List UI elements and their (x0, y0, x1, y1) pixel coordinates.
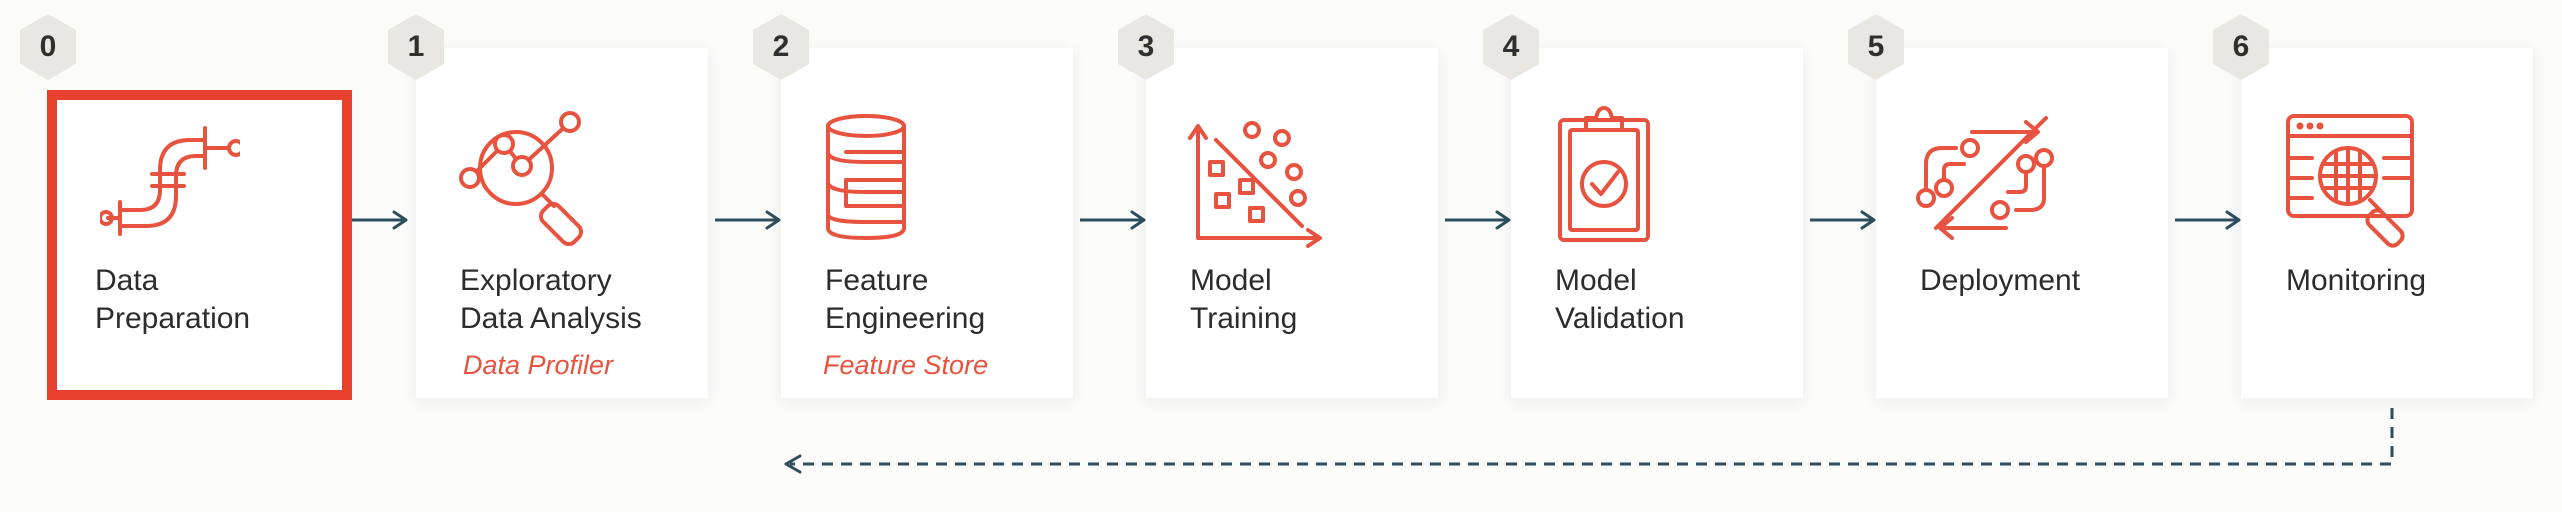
step-number: 0 (39, 30, 57, 63)
step-title: Monitoring (2286, 264, 2427, 297)
step-number-badge: 2 (750, 12, 812, 82)
step-number-badge: 3 (1115, 12, 1177, 82)
step-number-badge: 0 (17, 12, 79, 82)
pipe-icon (100, 126, 240, 236)
step-number: 1 (407, 30, 425, 63)
step-number: 6 (2232, 30, 2250, 63)
scatter-plot-icon (1188, 121, 1322, 248)
step-number: 4 (1502, 30, 1520, 63)
connector-arrow-3-4 (1445, 210, 1511, 230)
connector-arrow-1-2 (715, 210, 781, 230)
step-number-badge: 6 (2210, 12, 2272, 82)
step-title: Data Preparation (95, 264, 251, 335)
step-card-deployment (1876, 48, 2168, 398)
step-title: Feature Engineering (825, 264, 986, 335)
connector-arrow-0-1 (350, 210, 408, 230)
step-number: 2 (772, 30, 790, 63)
step-number-badge: 1 (385, 12, 447, 82)
step-number-badge: 4 (1480, 12, 1542, 82)
step-number: 3 (1137, 30, 1155, 63)
connector-arrow-2-3 (1080, 210, 1146, 230)
step-title: Model Training (1190, 264, 1298, 335)
connector-arrow-4-5 (1810, 210, 1876, 230)
step-number: 5 (1867, 30, 1885, 63)
clipboard-check-icon (1558, 106, 1650, 242)
step-title: Exploratory Data Analysis (460, 264, 642, 335)
step-card-exploratory-data-analysis (416, 48, 708, 398)
step-number-badge: 5 (1845, 12, 1907, 82)
step-card-model-training (1146, 48, 1438, 398)
step-tool-label: Data Profiler (463, 350, 614, 380)
magnifier-graph-icon (459, 111, 584, 247)
browser-search-icon (2286, 114, 2414, 248)
circuit-arrows-icon (1916, 116, 2054, 240)
connector-arrow-5-6 (2175, 210, 2241, 230)
step-title: Model Validation (1555, 264, 1685, 335)
step-tool-label: Feature Store (823, 350, 989, 380)
database-icon (826, 114, 906, 240)
step-card-monitoring (2241, 48, 2533, 398)
step-title: Deployment (1920, 264, 2081, 297)
